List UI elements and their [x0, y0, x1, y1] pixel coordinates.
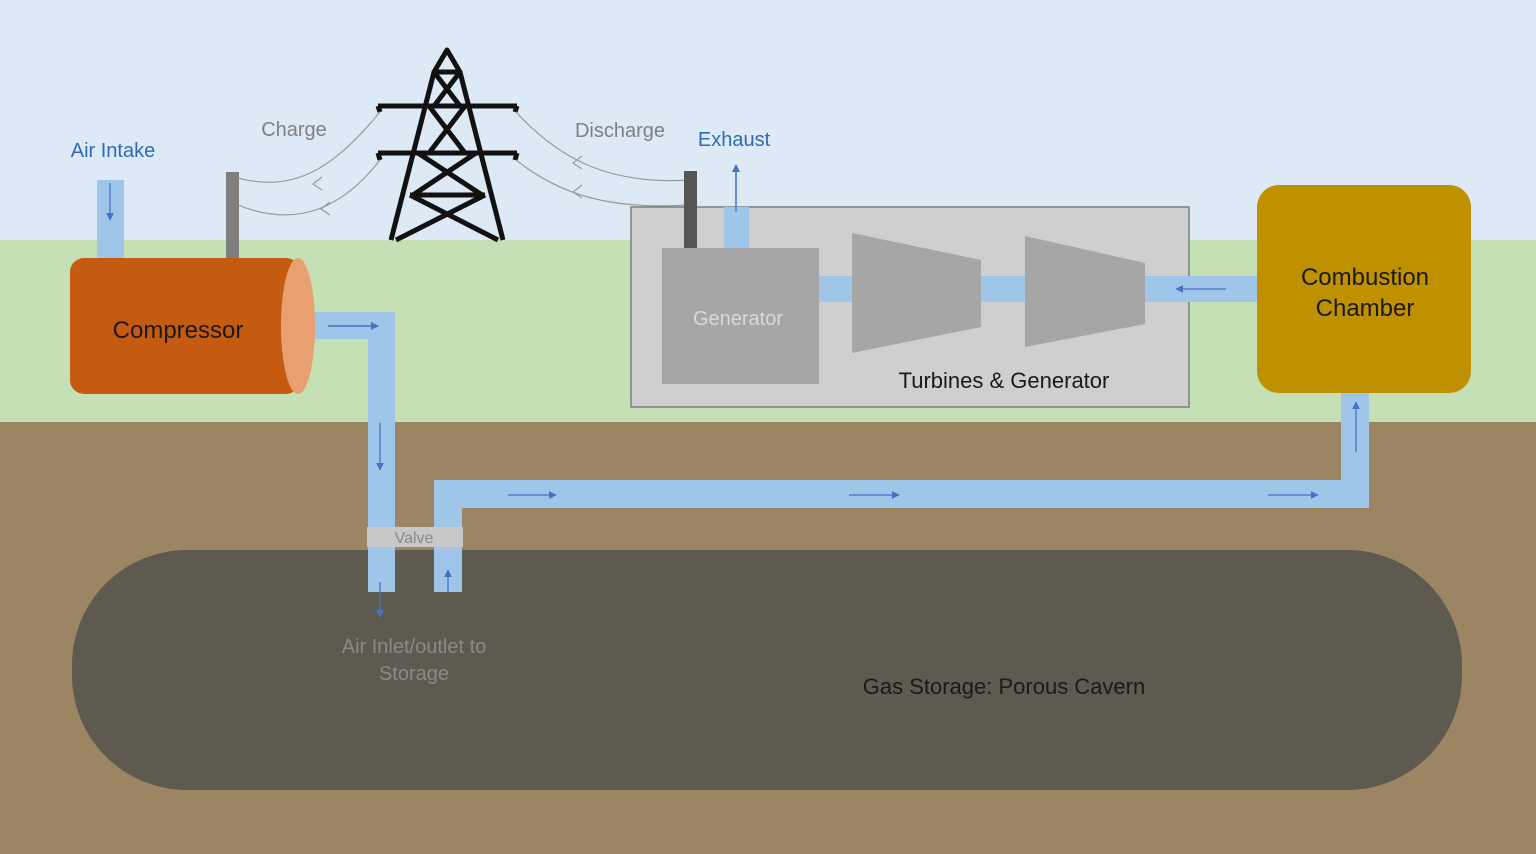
air-inlet-label-line2: Storage	[379, 663, 449, 685]
generator-label: Generator	[693, 308, 783, 330]
porous-cavern	[72, 550, 1462, 790]
generator-box	[662, 248, 819, 384]
compressor-body	[70, 258, 300, 394]
air-intake-label: Air Intake	[71, 140, 155, 162]
combustion-chamber	[1257, 185, 1471, 393]
storage-to-chamber-pipe	[434, 480, 1369, 508]
turbine-stage-1	[852, 233, 981, 353]
combustion-chamber-label-line2: Chamber	[1316, 295, 1415, 322]
compressor-pole	[226, 172, 239, 258]
generator-pole	[684, 171, 697, 249]
compressor: Compressor	[70, 258, 379, 394]
discharge-wire-upper	[515, 111, 691, 182]
gas-storage-label: Gas Storage: Porous Cavern	[863, 674, 1145, 699]
discharge-wire-lower	[515, 159, 691, 207]
charge-wire-upper	[237, 111, 381, 183]
charge-label: Charge	[261, 119, 327, 141]
power-lines	[237, 111, 691, 216]
turbine-stage-2	[1025, 236, 1145, 347]
down-pipe	[368, 312, 395, 592]
power-line-arrows	[311, 155, 583, 216]
combustion-chamber-label-line1: Combustion	[1301, 264, 1429, 291]
exhaust-label: Exhaust	[698, 129, 771, 151]
valve	[367, 527, 463, 547]
transmission-tower-icon	[375, 47, 520, 243]
compressor-label: Compressor	[113, 317, 244, 344]
shaft-segment-2	[980, 276, 1026, 302]
valve-label: Valve	[395, 530, 434, 547]
discharge-label: Discharge	[575, 120, 665, 142]
shaft-segment-1	[818, 276, 854, 302]
air-inlet-label-line1: Air Inlet/outlet to	[342, 636, 487, 658]
exhaust-pipe-inner	[724, 207, 749, 249]
turbines-generator-label: Turbines & Generator	[899, 368, 1110, 393]
chamber-riser-pipe	[1341, 390, 1369, 508]
compressor-end-cap	[281, 258, 315, 394]
charge-wire-lower	[237, 159, 381, 216]
